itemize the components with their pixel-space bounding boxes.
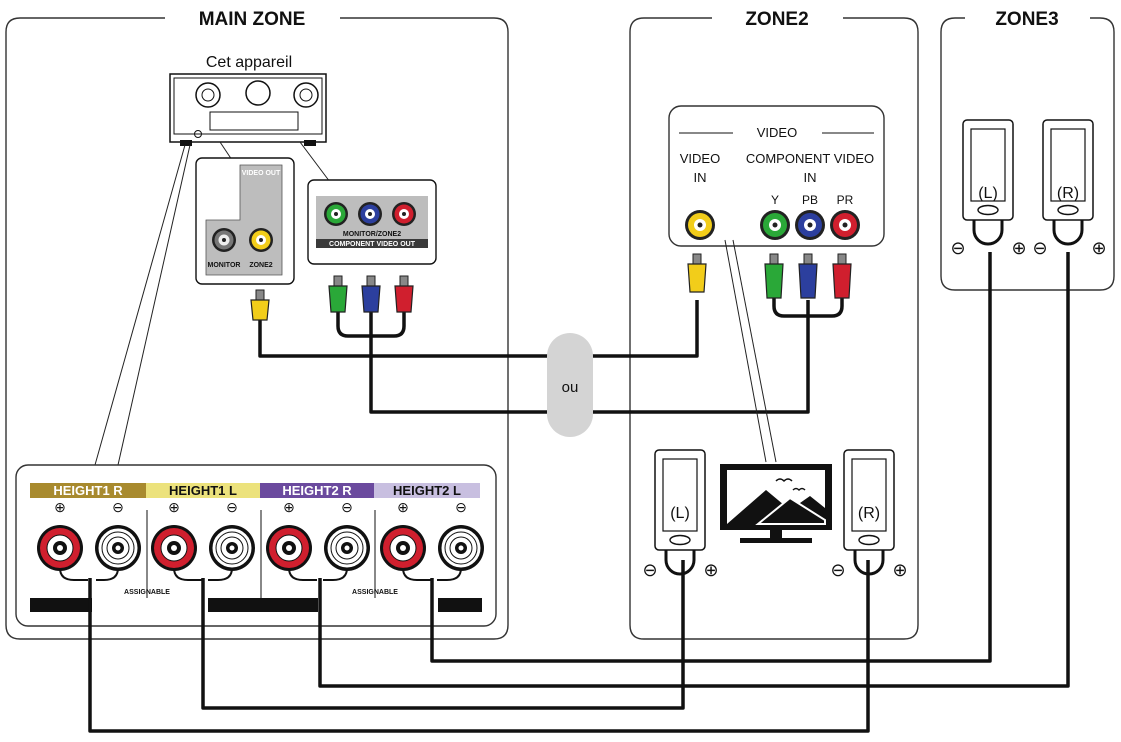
h2l-minus: ⊖: [455, 499, 467, 515]
tv-input-panel: VIDEO VIDEO IN COMPONENT VIDEO IN Y PB P…: [668, 105, 885, 247]
zone2-right-plus: ⊕: [892, 560, 907, 580]
tv-component-label-1: COMPONENT VIDEO: [746, 151, 874, 166]
zone2-right-speaker-icon: (R) ⊖ ⊕: [830, 448, 908, 580]
tv-pr-label: PR: [837, 193, 854, 207]
tv-video-plug-icon: [687, 253, 707, 293]
zone2-title: ZONE2: [745, 9, 808, 30]
h1r-plus-terminal-icon: [36, 524, 84, 572]
component-out-panel: MONITOR/ZONE2 COMPONENT VIDEO OUT: [307, 179, 437, 265]
monitor-jack-icon: [212, 228, 236, 252]
h1l-minus-terminal-icon: [208, 524, 256, 572]
tv-y-in-jack-icon: [760, 210, 790, 240]
zone2-out-label: ZONE2: [249, 262, 272, 269]
component-out-label-1: MONITOR/ZONE2: [343, 231, 401, 238]
device-label: Cet appareil: [206, 54, 292, 71]
rca-plug-icon: [250, 289, 270, 321]
zone3-right-speaker-label: (R): [1057, 185, 1079, 202]
zone3-left-speaker-icon: (L) ⊖ ⊕: [950, 118, 1027, 258]
h2l-minus-terminal-icon: [437, 524, 485, 572]
height2-l-label: HEIGHT2 L: [393, 483, 461, 498]
zone2-video-jack-icon: [249, 228, 273, 252]
zone2-left-minus: ⊖: [642, 560, 657, 580]
monitor-label: MONITOR: [208, 262, 241, 269]
tv-pb-in-jack-icon: [795, 210, 825, 240]
height1-r-label: HEIGHT1 R: [53, 483, 123, 498]
height2-r-tag: [260, 483, 374, 498]
component-pr-out-jack-icon: [392, 202, 416, 226]
tv-video-in-jack-icon: [685, 210, 715, 240]
zone3-right-plus: ⊕: [1091, 238, 1106, 258]
zone3-left-speaker-label: (L): [978, 185, 998, 202]
tv-component-label-2: IN: [804, 170, 817, 185]
h2l-plus: ⊕: [397, 499, 409, 515]
zone3-right-speaker-icon: (R) ⊖ ⊕: [1032, 118, 1107, 258]
tv-pr-plug-icon: [832, 253, 852, 299]
or-badge: ou: [547, 333, 593, 437]
video-out-panel: VIDEO OUT MONITOR ZONE2: [195, 157, 295, 285]
h2r-minus-terminal-icon: [323, 524, 371, 572]
zone2-left-speaker-icon: (L) ⊖ ⊕: [642, 448, 719, 580]
zone3-box: ZONE3: [940, 9, 1115, 291]
tv-video-in-label-1: VIDEO: [680, 151, 720, 166]
component-out-label-2: COMPONENT VIDEO OUT: [329, 241, 416, 248]
height2-r-label: HEIGHT2 R: [282, 483, 352, 498]
h1l-plus: ⊕: [168, 499, 180, 515]
h1l-plus-terminal-icon: [150, 524, 198, 572]
h1r-minus-terminal-icon: [94, 524, 142, 572]
video-out-header: VIDEO OUT: [242, 170, 281, 177]
h2l-plus-terminal-icon: [379, 524, 427, 572]
tv-icon: [720, 464, 832, 543]
tv-video-title: VIDEO: [757, 125, 797, 140]
zone3-left-minus: ⊖: [950, 238, 965, 258]
zone2-left-speaker-label: (L): [670, 505, 690, 522]
height2-l-tag: [374, 483, 480, 498]
speaker-terminal-panel: HEIGHT1 R HEIGHT1 L HEIGHT2 R HEIGHT2 L …: [15, 464, 497, 627]
receiver-icon: [169, 73, 327, 146]
zone3-title: ZONE3: [995, 9, 1058, 30]
h2r-minus: ⊖: [341, 499, 353, 515]
assignable-label-2: ASSIGNABLE: [352, 589, 398, 596]
h1r-plus: ⊕: [54, 499, 66, 515]
h1l-minus: ⊖: [226, 499, 238, 515]
zone2-right-speaker-label: (R): [858, 505, 880, 522]
zone3-left-plus: ⊕: [1011, 238, 1026, 258]
tv-video-in-label-2: IN: [694, 170, 707, 185]
main-zone-title: MAIN ZONE: [199, 9, 306, 30]
component-y-out-jack-icon: [324, 202, 348, 226]
zone2-right-minus: ⊖: [830, 560, 845, 580]
h1r-minus: ⊖: [112, 499, 124, 515]
zone3-right-minus: ⊖: [1032, 238, 1047, 258]
or-label: ou: [562, 379, 579, 396]
tv-pb-plug-icon: [798, 253, 818, 299]
tv-pr-in-jack-icon: [830, 210, 860, 240]
zone2-left-plus: ⊕: [703, 560, 718, 580]
component-pb-out-jack-icon: [358, 202, 382, 226]
h2r-plus-terminal-icon: [265, 524, 313, 572]
rca-plug-y-icon: [328, 275, 348, 313]
rca-plug-pb-icon: [361, 275, 381, 313]
h2r-plus: ⊕: [283, 499, 295, 515]
tv-y-label: Y: [771, 193, 779, 207]
tv-y-plug-icon: [764, 253, 784, 299]
rca-plug-pr-icon: [394, 275, 414, 313]
height1-l-label: HEIGHT1 L: [169, 483, 237, 498]
height1-r-tag: [30, 483, 146, 498]
height1-l-tag: [146, 483, 260, 498]
assignable-label-1: ASSIGNABLE: [124, 589, 170, 596]
tv-pb-label: PB: [802, 193, 818, 207]
